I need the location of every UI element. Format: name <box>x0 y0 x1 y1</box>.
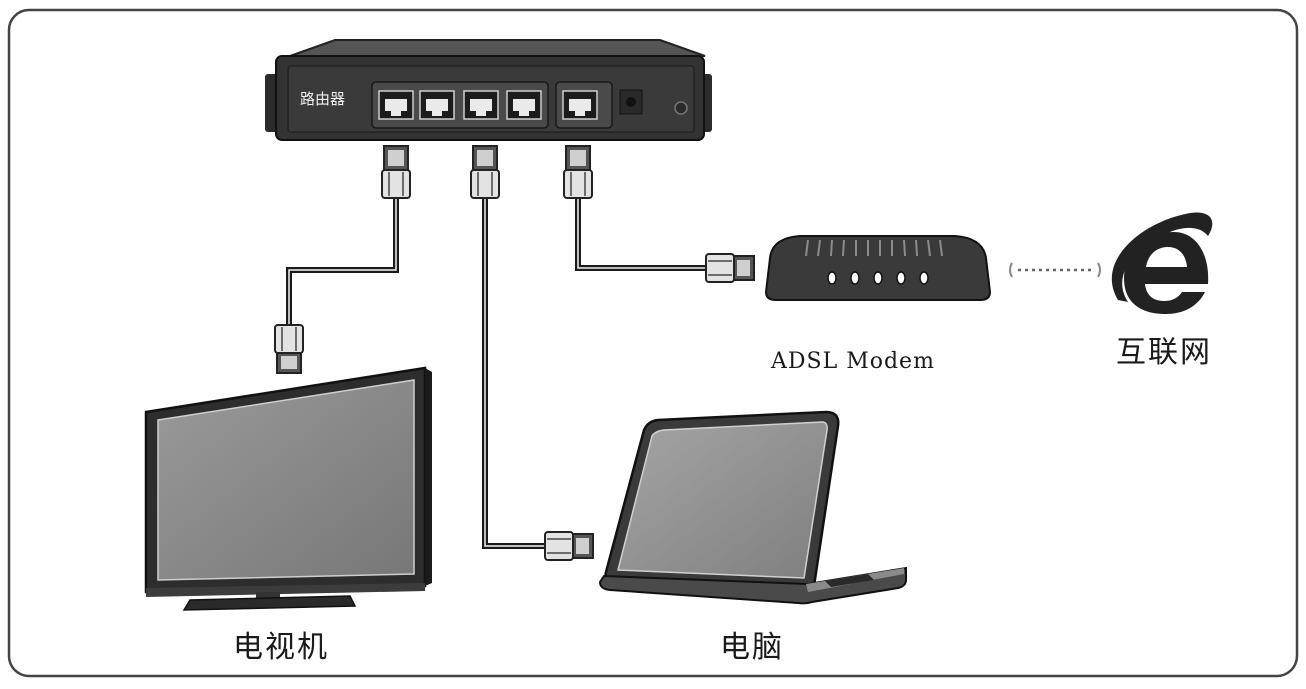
connector-router-tv <box>381 145 411 199</box>
modem-indicator-lights <box>827 271 929 285</box>
tv-label: 电视机 <box>233 630 329 665</box>
tv <box>144 366 432 611</box>
computer-label: 电脑 <box>720 630 784 665</box>
diagram-frame <box>7 8 1299 678</box>
lan-port-3 <box>463 90 499 120</box>
cable-highlights <box>288 198 706 547</box>
laptop <box>598 410 907 605</box>
wan-port <box>562 90 598 120</box>
internet-label: 互联网 <box>1116 335 1212 370</box>
cable-router-modem <box>575 198 706 271</box>
lan-port-2 <box>419 90 455 120</box>
internet-explorer-icon <box>1111 212 1213 314</box>
lan-port-1 <box>378 90 414 120</box>
router-ports <box>378 90 598 120</box>
internet-link <box>1009 262 1101 278</box>
modem-label: ADSL Modem <box>770 349 935 374</box>
connector-modem <box>705 253 755 283</box>
laptop-screen <box>617 421 828 579</box>
connector-tv <box>274 324 304 374</box>
tv-screen <box>157 379 415 581</box>
cable-router-tv <box>286 198 399 325</box>
adsl-modem <box>764 235 992 301</box>
connector-router-laptop <box>470 145 500 199</box>
connector-router-modem <box>563 145 593 199</box>
router-label: 路由器 <box>300 90 345 108</box>
lan-port-4 <box>506 90 542 120</box>
cable-router-laptop <box>482 198 545 549</box>
router: 路由器 <box>265 39 712 141</box>
connector-laptop <box>544 531 594 561</box>
